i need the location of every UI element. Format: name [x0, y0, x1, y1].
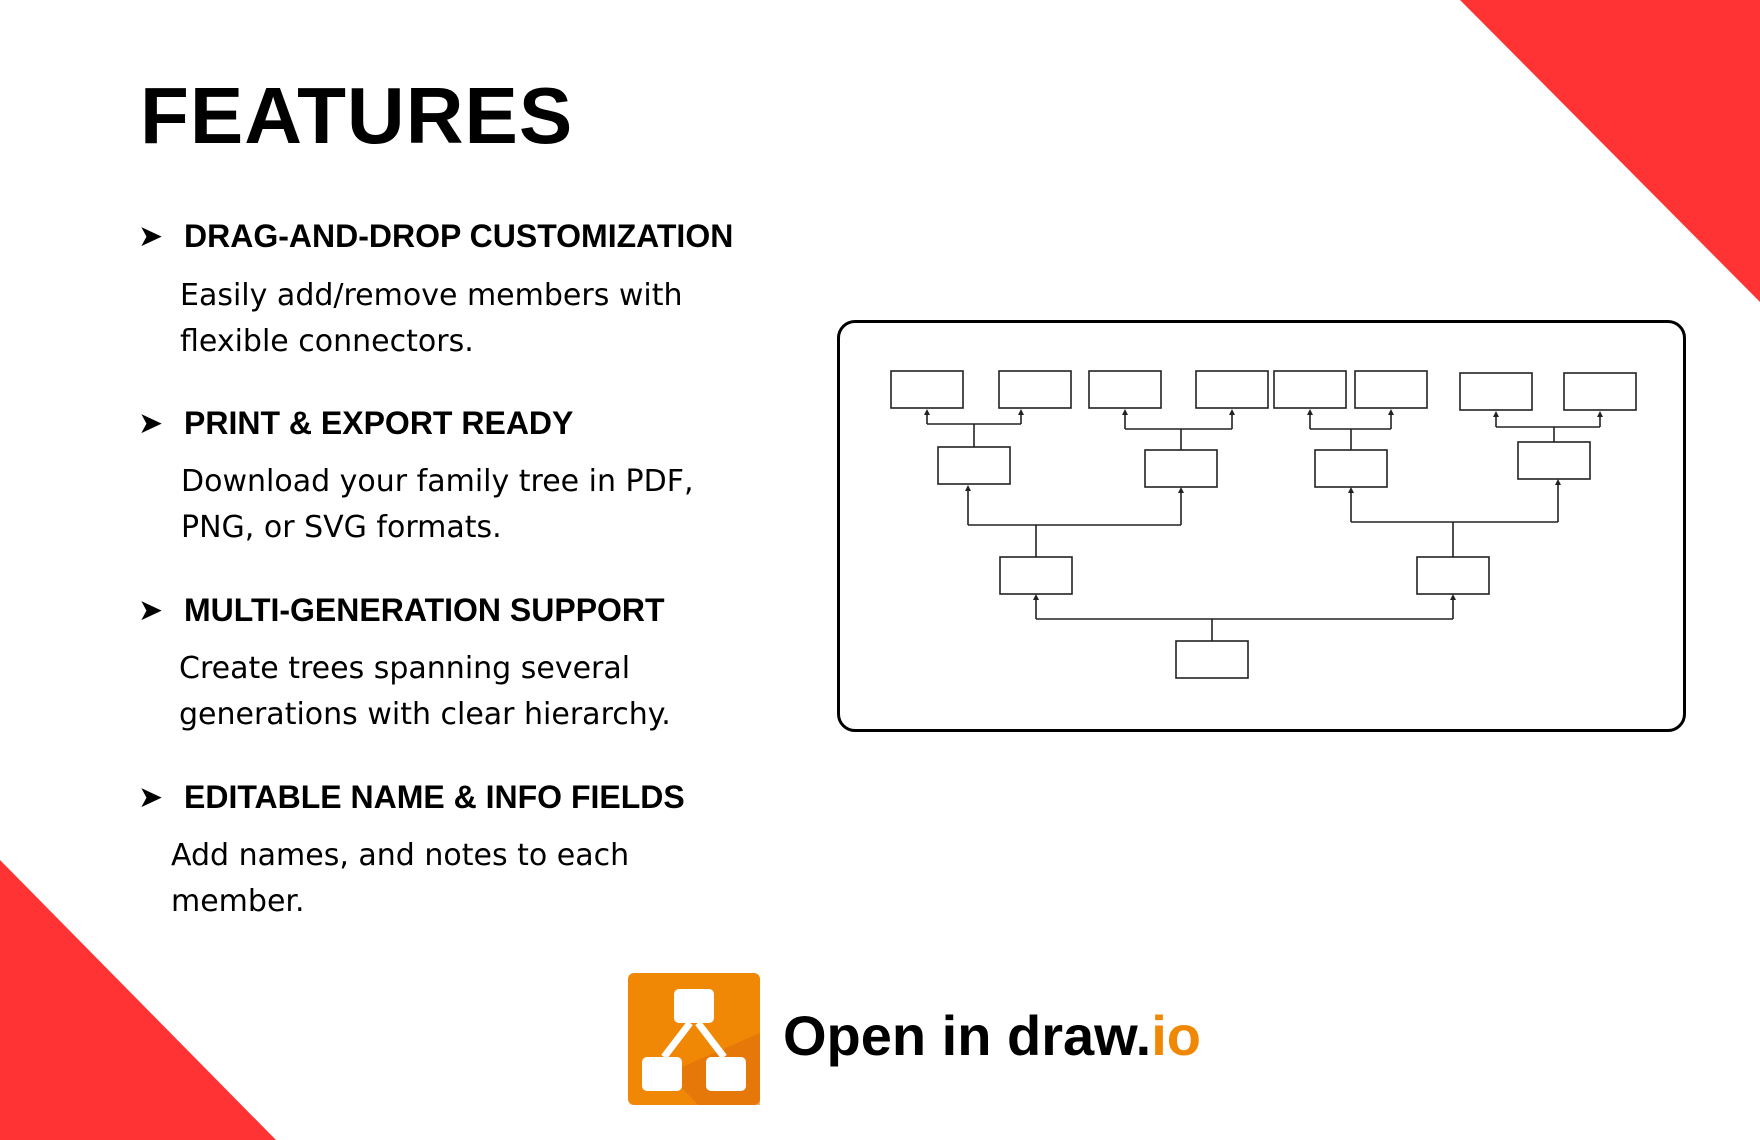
tree-node — [937, 446, 1011, 485]
feature-description-line: member. — [171, 884, 305, 919]
tree-node — [1563, 372, 1637, 411]
feature-title: PRINT & EXPORT READY — [184, 405, 574, 441]
feature-description-line: Add names, and notes to each — [171, 838, 630, 873]
tree-node — [1175, 640, 1249, 679]
tree-node — [1195, 370, 1269, 409]
feature-title: MULTI-GENERATION SUPPORT — [184, 592, 665, 628]
arrow-bullet-icon: ➤ — [138, 593, 164, 627]
tree-node — [998, 370, 1072, 409]
arrow-bullet-icon: ➤ — [138, 406, 164, 440]
feature-description-line: generations with clear hierarchy. — [179, 697, 671, 732]
open-in-drawio-link[interactable]: Open in draw.io — [783, 1003, 1201, 1068]
tree-node — [890, 370, 964, 409]
feature-description-line: Download your family tree in PDF, — [181, 464, 694, 499]
tree-node — [1354, 370, 1428, 409]
corner-decoration-bottom-left — [0, 860, 276, 1140]
tree-node — [1144, 449, 1218, 488]
feature-item-multi-generation: ➤ MULTI-GENERATION SUPPORT — [138, 592, 665, 629]
tree-node — [1459, 372, 1533, 411]
feature-title: EDITABLE NAME & INFO FIELDS — [184, 779, 685, 815]
feature-description-line: Create trees spanning several — [179, 651, 631, 686]
arrow-bullet-icon: ➤ — [138, 219, 164, 253]
feature-description: Add names, and notes to each member. — [171, 833, 771, 925]
family-tree-diagram — [837, 320, 1686, 732]
arrow-bullet-icon: ➤ — [138, 780, 164, 814]
family-tree-svg — [890, 370, 1637, 679]
page-title: FEATURES — [140, 71, 574, 160]
feature-item-drag-drop: ➤ DRAG-AND-DROP CUSTOMIZATION — [138, 218, 733, 255]
tree-node — [1088, 370, 1162, 409]
cta-text-accent: io — [1151, 1004, 1201, 1067]
feature-title: DRAG-AND-DROP CUSTOMIZATION — [184, 218, 734, 254]
drawio-logo-icon[interactable] — [628, 973, 760, 1105]
feature-description-line: PNG, or SVG formats. — [181, 510, 502, 545]
corner-decoration-top-right — [1460, 0, 1760, 302]
feature-description: Easily add/remove members with flexible … — [180, 273, 780, 365]
cta-text: Open in draw. — [783, 1004, 1152, 1067]
feature-description: Create trees spanning several generation… — [179, 646, 779, 738]
feature-description-line: flexible connectors. — [180, 324, 474, 359]
tree-node — [999, 556, 1073, 595]
feature-item-print-export: ➤ PRINT & EXPORT READY — [138, 405, 573, 442]
tree-node — [1416, 556, 1490, 595]
tree-node — [1314, 449, 1388, 488]
feature-description: Download your family tree in PDF, PNG, o… — [181, 459, 781, 551]
feature-item-editable-fields: ➤ EDITABLE NAME & INFO FIELDS — [138, 779, 685, 816]
tree-node — [1273, 370, 1347, 409]
tree-node — [1517, 441, 1591, 480]
feature-description-line: Easily add/remove members with — [180, 278, 683, 313]
